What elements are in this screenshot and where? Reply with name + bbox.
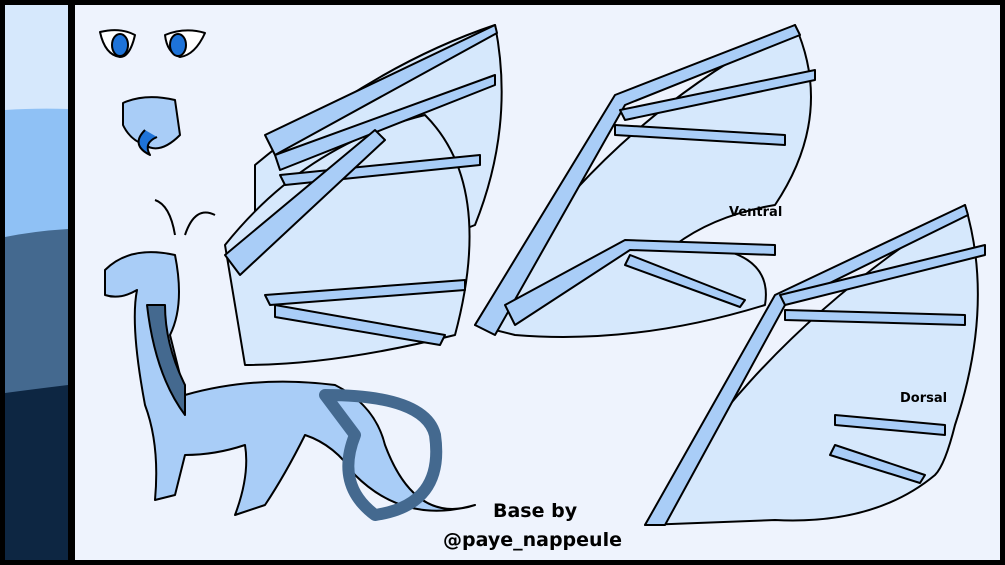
dorsal-wing xyxy=(644,204,986,526)
dragon-body xyxy=(104,199,476,521)
color-palette xyxy=(5,5,68,560)
credit-line1: Base by xyxy=(493,500,578,522)
dorsal-label: Dorsal xyxy=(900,391,948,406)
credit-line2: @paye_nappeule xyxy=(443,529,622,551)
dragon-side-wings xyxy=(224,24,503,366)
eyes-icon xyxy=(99,29,206,58)
swatch-navy xyxy=(5,385,68,560)
ventral-label: Ventral xyxy=(729,205,783,220)
reference-sheet: Ventral Dorsal Base by @paye_nappeule xyxy=(75,5,1000,560)
snout-icon xyxy=(122,96,181,156)
ventral-wing xyxy=(474,24,816,338)
